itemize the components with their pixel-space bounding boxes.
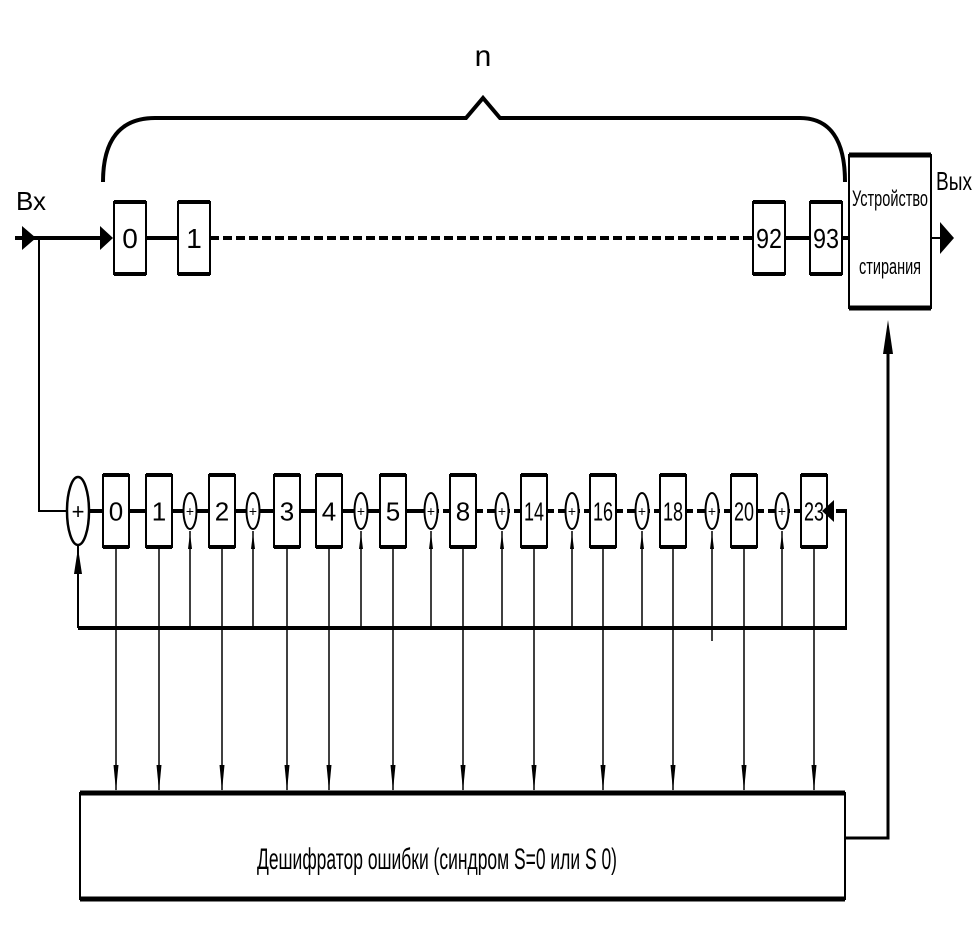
buffer-cell-92-label: 92 bbox=[756, 223, 782, 254]
syndrome-cell-4: 4 bbox=[315, 473, 343, 549]
decoder-to-erase-line bbox=[845, 330, 890, 840]
syndrome-cell-8-label: 8 bbox=[456, 496, 470, 526]
modulo2-adder: + bbox=[494, 492, 510, 628]
syndrome-cell-0-label: 0 bbox=[109, 496, 123, 526]
buffer-cell-92: 92 bbox=[752, 200, 786, 276]
syndrome-cell-3-label: 3 bbox=[280, 496, 294, 526]
syndrome-cell-5: 5 bbox=[379, 473, 407, 549]
syndrome-cell-3: 3 bbox=[273, 473, 301, 549]
syndrome-cell-4-label: 4 bbox=[322, 496, 336, 526]
decoder-tap-arrow-icon bbox=[390, 765, 396, 791]
modulo2-adder: + bbox=[182, 492, 198, 628]
adder-symbol: + bbox=[427, 503, 435, 519]
adder-symbol: + bbox=[498, 503, 506, 519]
adder-input-arrow-icon bbox=[188, 533, 192, 549]
decoder-tap-arrow-icon bbox=[670, 765, 676, 791]
adder-input-arrow-icon bbox=[640, 533, 644, 549]
adder-input-arrow-icon bbox=[710, 533, 714, 549]
adder-input-arrow-icon bbox=[359, 533, 363, 549]
syndrome-cell-20-label: 20 bbox=[734, 496, 754, 526]
adder-symbol: + bbox=[72, 499, 85, 524]
decoder-tap-arrow-icon bbox=[156, 765, 162, 791]
input-label: Вх bbox=[16, 186, 46, 216]
brace-label-n: n bbox=[475, 40, 492, 73]
decoder-tap-arrow-icon bbox=[284, 765, 290, 791]
modulo2-adder: + bbox=[423, 492, 439, 628]
adder-input-arrow-icon bbox=[500, 533, 504, 549]
decoder-tap-arrow-icon bbox=[811, 765, 817, 791]
syndrome-cell-5-label: 5 bbox=[386, 496, 400, 526]
adder-input-arrow-icon bbox=[429, 533, 433, 549]
adder-symbol: + bbox=[568, 503, 576, 519]
erase-input-arrow-icon bbox=[883, 320, 893, 354]
decoder-tap-arrow-icon bbox=[531, 765, 537, 791]
syndrome-cell-20: 20 bbox=[730, 473, 758, 549]
register-entry-arrow-icon bbox=[822, 500, 834, 522]
modulo2-adder: + bbox=[245, 492, 261, 628]
decoder-tap-arrow-icon bbox=[219, 765, 225, 791]
syndrome-cell-14: 14 bbox=[520, 473, 548, 549]
buffer-cell-0-label: 0 bbox=[122, 223, 138, 254]
buffer-cell-0: 0 bbox=[113, 200, 147, 276]
decoder-tap-arrow-icon bbox=[600, 765, 606, 791]
syndrome-cell-18: 18 bbox=[659, 473, 687, 549]
main-modulo2-adder: + bbox=[65, 475, 91, 547]
buffer-cell-93: 93 bbox=[809, 200, 843, 276]
syndrome-cell-2-label: 2 bbox=[215, 496, 229, 526]
brace-n bbox=[101, 94, 847, 183]
decoder-label: Дешифратор ошибки (синдром S=0 или S 0) bbox=[257, 843, 617, 876]
erase-device-box bbox=[848, 154, 932, 309]
decoder-tap-arrow-icon bbox=[741, 765, 747, 791]
adder-symbol: + bbox=[778, 503, 786, 519]
input-arrow-icon bbox=[22, 226, 36, 250]
syndrome-cell-14-label: 14 bbox=[524, 496, 544, 526]
output-arrow-icon bbox=[940, 222, 954, 254]
modulo2-adder: + bbox=[564, 492, 580, 628]
modulo2-adder: + bbox=[634, 492, 650, 628]
syndrome-cell-8: 8 bbox=[449, 473, 477, 549]
syndrome-cell-1-label: 1 bbox=[152, 496, 166, 526]
adder-symbol: + bbox=[638, 503, 646, 519]
buffer-cell-1: 1 bbox=[177, 200, 211, 276]
syndrome-cell-16: 16 bbox=[589, 473, 617, 549]
syndrome-cell-23: 23 bbox=[800, 473, 828, 549]
adder-symbol: + bbox=[708, 503, 716, 519]
erase-device-label-1: Устройство bbox=[852, 186, 928, 211]
input-feed-line bbox=[38, 238, 66, 512]
buffer-cell-93-label: 93 bbox=[813, 223, 839, 254]
adder-input-arrow-icon bbox=[570, 533, 574, 549]
output-label: Вых bbox=[936, 166, 972, 196]
buffer-entry-arrow-icon bbox=[100, 226, 113, 250]
modulo2-adder: + bbox=[774, 492, 790, 628]
decoder-tap-arrow-icon bbox=[113, 765, 119, 791]
modulo2-adder: + bbox=[704, 492, 720, 628]
syndrome-cell-18-label: 18 bbox=[663, 496, 683, 526]
syndrome-cell-1: 1 bbox=[145, 473, 173, 549]
syndrome-cell-16-label: 16 bbox=[593, 496, 613, 526]
adder-symbol: + bbox=[357, 503, 365, 519]
syndrome-cell-0: 0 bbox=[102, 473, 130, 549]
decoder-tap-arrow-icon bbox=[460, 765, 466, 791]
adder-symbol: + bbox=[186, 503, 194, 519]
main-adder-arrow-icon bbox=[74, 548, 82, 574]
modulo2-adder: + bbox=[353, 492, 369, 628]
syndrome-cell-23-label: 23 bbox=[804, 496, 824, 526]
buffer-cell-1-label: 1 bbox=[186, 223, 202, 254]
syndrome-cell-2: 2 bbox=[208, 473, 236, 549]
erase-device-label-2: стирания bbox=[859, 254, 921, 279]
decoder-tap-arrow-icon bbox=[326, 765, 332, 791]
adder-input-arrow-icon bbox=[251, 533, 255, 549]
adder-symbol: + bbox=[249, 503, 257, 519]
adder-input-arrow-icon bbox=[780, 533, 784, 549]
